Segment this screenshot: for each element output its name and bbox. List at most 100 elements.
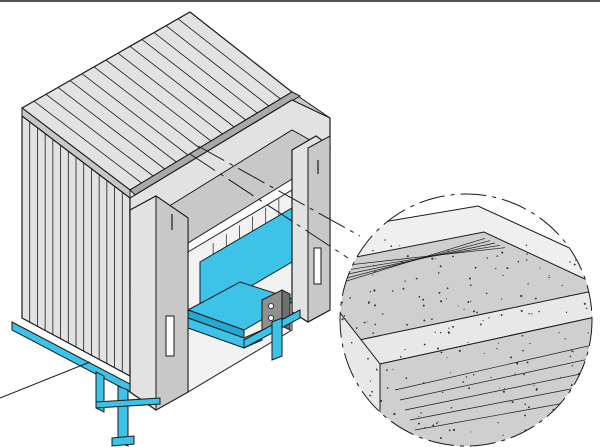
texture-dot [327, 343, 328, 344]
texture-dot [571, 365, 574, 367]
texture-dot [401, 261, 403, 263]
control-knob-top [267, 302, 274, 309]
texture-dot [472, 310, 476, 313]
texture-dot [323, 424, 325, 426]
magnified-detail [301, 193, 599, 447]
texture-dot [386, 387, 389, 389]
texture-dot [438, 291, 441, 294]
texture-dot [450, 406, 453, 409]
texture-dot [511, 401, 514, 404]
texture-dot [502, 390, 505, 393]
texture-dot [328, 373, 330, 375]
texture-dot [548, 416, 550, 418]
right-front-pad-face [307, 135, 331, 323]
texture-dot [341, 318, 344, 321]
texture-dot [351, 380, 354, 383]
texture-dot [483, 352, 485, 355]
texture-dot [448, 327, 450, 329]
texture-dot [349, 297, 351, 299]
texture-dot [329, 403, 331, 405]
roof-rib [153, 32, 258, 114]
texture-dot [596, 372, 598, 374]
texture-dot [517, 260, 520, 263]
texture-dot [330, 423, 331, 424]
texture-dot [434, 258, 436, 260]
texture-dot [332, 340, 334, 342]
texture-dot [301, 370, 302, 371]
texture-dot [516, 306, 519, 308]
texture-dot [439, 437, 442, 439]
texture-dot [336, 264, 337, 265]
texture-dot [436, 347, 440, 350]
texture-dot [422, 382, 425, 384]
texture-dot [448, 332, 450, 334]
texture-dot [392, 368, 394, 370]
roof-rib [177, 18, 281, 100]
texture-dot [501, 298, 503, 300]
texture-dot [404, 280, 406, 282]
texture-dot [420, 412, 422, 414]
texture-dot [587, 347, 589, 349]
texture-dot [526, 361, 529, 364]
texture-dot [485, 292, 488, 295]
texture-dot [376, 369, 378, 371]
texture-dot [465, 376, 468, 378]
texture-dot [352, 254, 354, 256]
texture-dot [595, 333, 596, 334]
texture-dot [314, 436, 316, 438]
texture-dot [371, 390, 373, 393]
texture-dot [535, 388, 538, 391]
texture-dot [522, 349, 524, 352]
texture-dot [406, 255, 409, 258]
texture-dot [538, 310, 540, 313]
ground-line [0, 361, 91, 399]
roof-rib [141, 39, 246, 121]
texture-dot [337, 392, 339, 394]
texture-dot [374, 270, 376, 273]
texture-dot [565, 311, 568, 313]
texture-dot [590, 256, 592, 259]
texture-dot [468, 277, 471, 280]
control-knob-bottom [267, 314, 274, 321]
texture-dot [406, 323, 408, 326]
texture-dot [497, 421, 499, 424]
texture-dot [448, 429, 451, 432]
texture-dot [404, 348, 406, 351]
texture-dot [583, 302, 586, 305]
texture-dot [323, 434, 324, 435]
detail-circle-outline [339, 193, 593, 447]
texture-dot [373, 289, 376, 292]
texture-dot [328, 393, 329, 394]
texture-dot [527, 283, 529, 285]
detail-plank-line-upper [340, 244, 501, 274]
texture-dot [335, 332, 337, 334]
texture-dot [372, 249, 374, 252]
texture-dot [335, 292, 337, 294]
texture-dot [551, 439, 553, 442]
texture-dot [457, 305, 459, 307]
texture-dot [399, 356, 402, 358]
texture-dot [486, 257, 488, 259]
detail-plank-line-lower [409, 382, 592, 421]
texture-dot [372, 264, 375, 267]
texture-dot [596, 339, 598, 341]
texture-dot [335, 428, 337, 430]
texture-dot [502, 274, 504, 277]
roof-rib [33, 100, 142, 184]
texture-dot [597, 417, 599, 419]
texture-dot [424, 426, 426, 429]
detail-middle-beam [340, 291, 592, 365]
texture-dot [535, 431, 538, 433]
texture-dot [336, 321, 338, 323]
texture-dot [569, 261, 571, 263]
texture-dot [370, 395, 372, 397]
texture-dot [514, 373, 516, 375]
texture-dot [366, 321, 368, 323]
texture-dot [585, 307, 588, 309]
left-front-pad-face [155, 195, 189, 411]
dock-shelter [0, 11, 331, 447]
texture-dot [382, 313, 384, 315]
texture-dot [418, 416, 420, 418]
texture-dot [447, 250, 449, 252]
detail-plank-line-lower [404, 369, 592, 411]
